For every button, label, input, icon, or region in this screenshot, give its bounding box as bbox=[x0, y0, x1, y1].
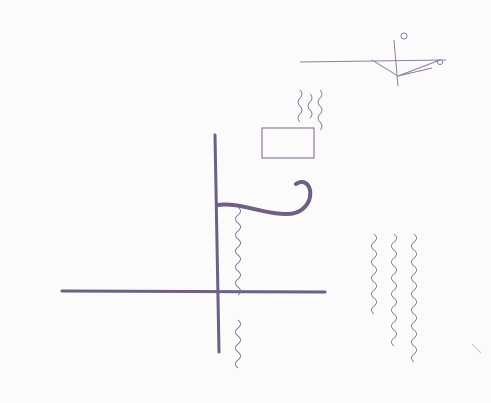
sketch-right-diagonal bbox=[398, 60, 440, 76]
scribble-lines bbox=[228, 205, 246, 300]
vertical-line-scribble bbox=[225, 205, 246, 300]
vertical-axis-line bbox=[215, 135, 219, 352]
stray-mark bbox=[472, 344, 481, 353]
scribble-lines bbox=[362, 232, 422, 372]
scribble-lines bbox=[296, 88, 326, 140]
sketch-top-mark bbox=[401, 33, 407, 39]
scribble-lines bbox=[228, 318, 246, 373]
horizontal-axis-line bbox=[62, 291, 325, 292]
bottom-left-scribble bbox=[225, 318, 246, 373]
box-annotation-scribble bbox=[293, 88, 326, 140]
small-triangle-sketch bbox=[300, 33, 446, 86]
sketch-vertical bbox=[394, 40, 398, 86]
sketch-left-diagonal bbox=[372, 60, 398, 76]
notes-block-scribble bbox=[359, 232, 422, 372]
